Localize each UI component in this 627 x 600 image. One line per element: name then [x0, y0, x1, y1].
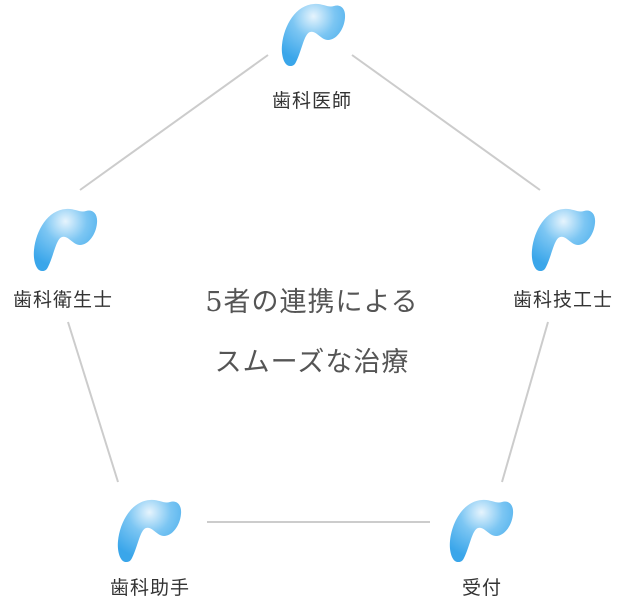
tooth-icon: [444, 496, 516, 566]
node-label-technician: 歯科技工士: [512, 289, 614, 311]
tooth-icon: [276, 0, 348, 70]
tooth-icon: [112, 496, 184, 566]
node-label-hygienist: 歯科衛生士: [12, 289, 114, 311]
tooth-icon: [526, 205, 598, 275]
node-label-dentist: 歯科医師: [271, 90, 353, 112]
center-text-line2: スムーズな治療: [214, 347, 410, 378]
node-label-reception: 受付: [461, 577, 503, 599]
connector-line: [79, 54, 269, 191]
connector-line: [67, 321, 119, 483]
connector-line: [351, 54, 541, 191]
connector-line: [501, 321, 549, 483]
node-label-assistant: 歯科助手: [109, 577, 191, 599]
center-text-line1: 5者の連携による: [205, 287, 419, 318]
tooth-icon: [28, 205, 100, 275]
